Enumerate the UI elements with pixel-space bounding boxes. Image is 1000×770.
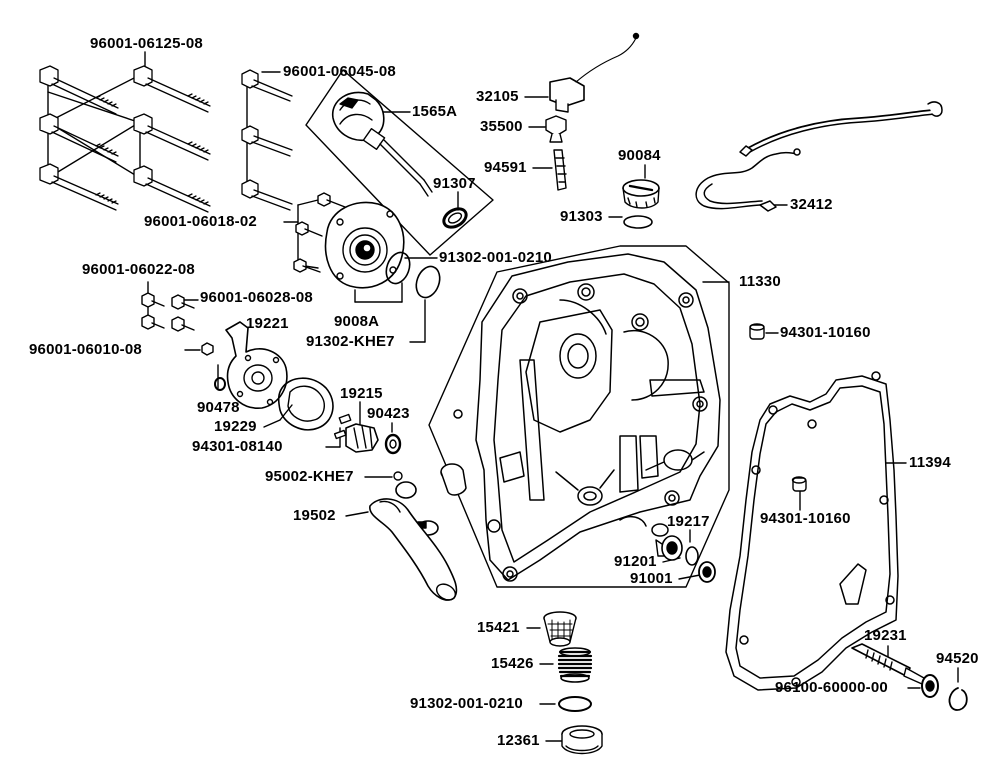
part-label-35500: 35500 [480, 118, 523, 135]
small-bolt [318, 193, 345, 207]
part-label-96001-06022-08: 96001-06022-08 [82, 261, 195, 278]
part-label-11330: 11330 [739, 273, 781, 290]
part-label-19502: 19502 [293, 507, 336, 524]
part-label-19217: 19217 [667, 513, 710, 530]
mid-bolt [242, 126, 292, 156]
long-bolt [40, 66, 118, 114]
filler-cap [623, 180, 659, 208]
part-label-96001-06045-08: 96001-06045-08 [283, 63, 396, 80]
part-label-32105: 32105 [476, 88, 519, 105]
part-label-91302-KHE7: 91302-KHE7 [306, 333, 395, 350]
part-label-19229: 19229 [214, 418, 257, 435]
long-bolt-group [40, 66, 210, 212]
cover-gasket [726, 372, 898, 690]
pump-gasket [279, 378, 333, 430]
shaft-bearing [922, 675, 938, 697]
part-label-32412: 32412 [790, 196, 833, 213]
long-bolt [134, 114, 210, 160]
pin-08140 [335, 430, 346, 438]
mid-bolt [242, 180, 292, 210]
mid-bolt-group [242, 70, 292, 210]
part-label-91302-001-0210-lower: 91302-001-0210 [410, 695, 523, 712]
pump-housing-bolts [142, 293, 213, 355]
mid-bolt [242, 70, 292, 101]
part-label-19221: 19221 [246, 315, 289, 332]
impeller [339, 414, 378, 452]
pump-housing [226, 322, 287, 408]
short-bolt [142, 293, 164, 307]
strainer-spring [559, 648, 591, 682]
seal-90423 [386, 435, 400, 453]
part-label-95002-KHE7: 95002-KHE7 [265, 468, 354, 485]
crankcase-cover [441, 254, 720, 581]
long-bolt [40, 164, 118, 210]
oil-strainer [544, 612, 576, 646]
small-bolt [296, 222, 322, 236]
drain-plug [562, 726, 602, 754]
short-bolt [172, 295, 194, 309]
part-label-94520: 94520 [936, 650, 979, 667]
part-label-91302-001-0210: 91302-001-0210 [439, 249, 552, 266]
bushing-19217 [656, 536, 682, 560]
part-label-96100-60000-00: 96100-60000-00 [775, 679, 888, 696]
part-label-19215: 19215 [340, 385, 383, 402]
bearing-91001 [699, 562, 715, 582]
dipstick [333, 92, 432, 196]
part-label-15426: 15426 [491, 655, 534, 672]
long-bolt [134, 66, 210, 112]
temperature-sensor [550, 34, 639, 113]
small-bolt [294, 259, 320, 272]
small-screw [202, 343, 213, 355]
part-label-15421: 15421 [477, 619, 520, 636]
pin-94591 [554, 150, 566, 190]
part-label-91201: 91201 [614, 553, 657, 570]
part-label-96001-06125-08: 96001-06125-08 [90, 35, 203, 52]
part-label-91307: 91307 [433, 175, 476, 192]
part-label-91001: 91001 [630, 570, 673, 587]
dowel-pin-top [750, 324, 764, 339]
part-label-96001-06018-02: 96001-06018-02 [144, 213, 257, 230]
cable-32412 [696, 102, 942, 211]
drain-plug-o-ring [559, 697, 591, 711]
part-label-11394: 11394 [909, 454, 951, 471]
part-label-19231: 19231 [864, 627, 907, 644]
part-label-90423: 90423 [367, 405, 410, 422]
part-label-94301-08140: 94301-08140 [192, 438, 283, 455]
part-label-96001-06010-08: 96001-06010-08 [29, 341, 142, 358]
part-label-90478: 90478 [197, 399, 240, 416]
part-label-90084: 90084 [618, 147, 661, 164]
part-label-94301-10160-mid: 94301-10160 [760, 510, 851, 527]
part-label-1565A: 1565A [412, 103, 458, 120]
part-label-94591: 94591 [484, 159, 527, 176]
seal-91201 [686, 547, 698, 565]
long-bolt [40, 114, 118, 162]
long-bolt [134, 166, 210, 212]
part-label-9008A: 9008A [334, 313, 380, 330]
valve-35500 [546, 116, 566, 142]
short-bolt [172, 317, 194, 331]
part-label-94301-10160-top: 94301-10160 [780, 324, 871, 341]
dowel-pin-mid [793, 477, 807, 491]
part-label-12361: 12361 [497, 732, 540, 749]
pump-o-rings [382, 249, 444, 301]
part-label-91303: 91303 [560, 208, 603, 225]
water-pump-assembly [326, 202, 404, 287]
short-bolt [142, 315, 164, 329]
circlip [949, 688, 966, 710]
washer-90478 [215, 378, 225, 390]
filler-cap-o-ring [624, 216, 652, 228]
dipstick-o-ring [441, 205, 470, 231]
part-label-96001-06028-08: 96001-06028-08 [200, 289, 313, 306]
small-bolt-group [294, 193, 345, 272]
coolant-hose [370, 499, 458, 603]
shaft-19231 [852, 644, 924, 684]
